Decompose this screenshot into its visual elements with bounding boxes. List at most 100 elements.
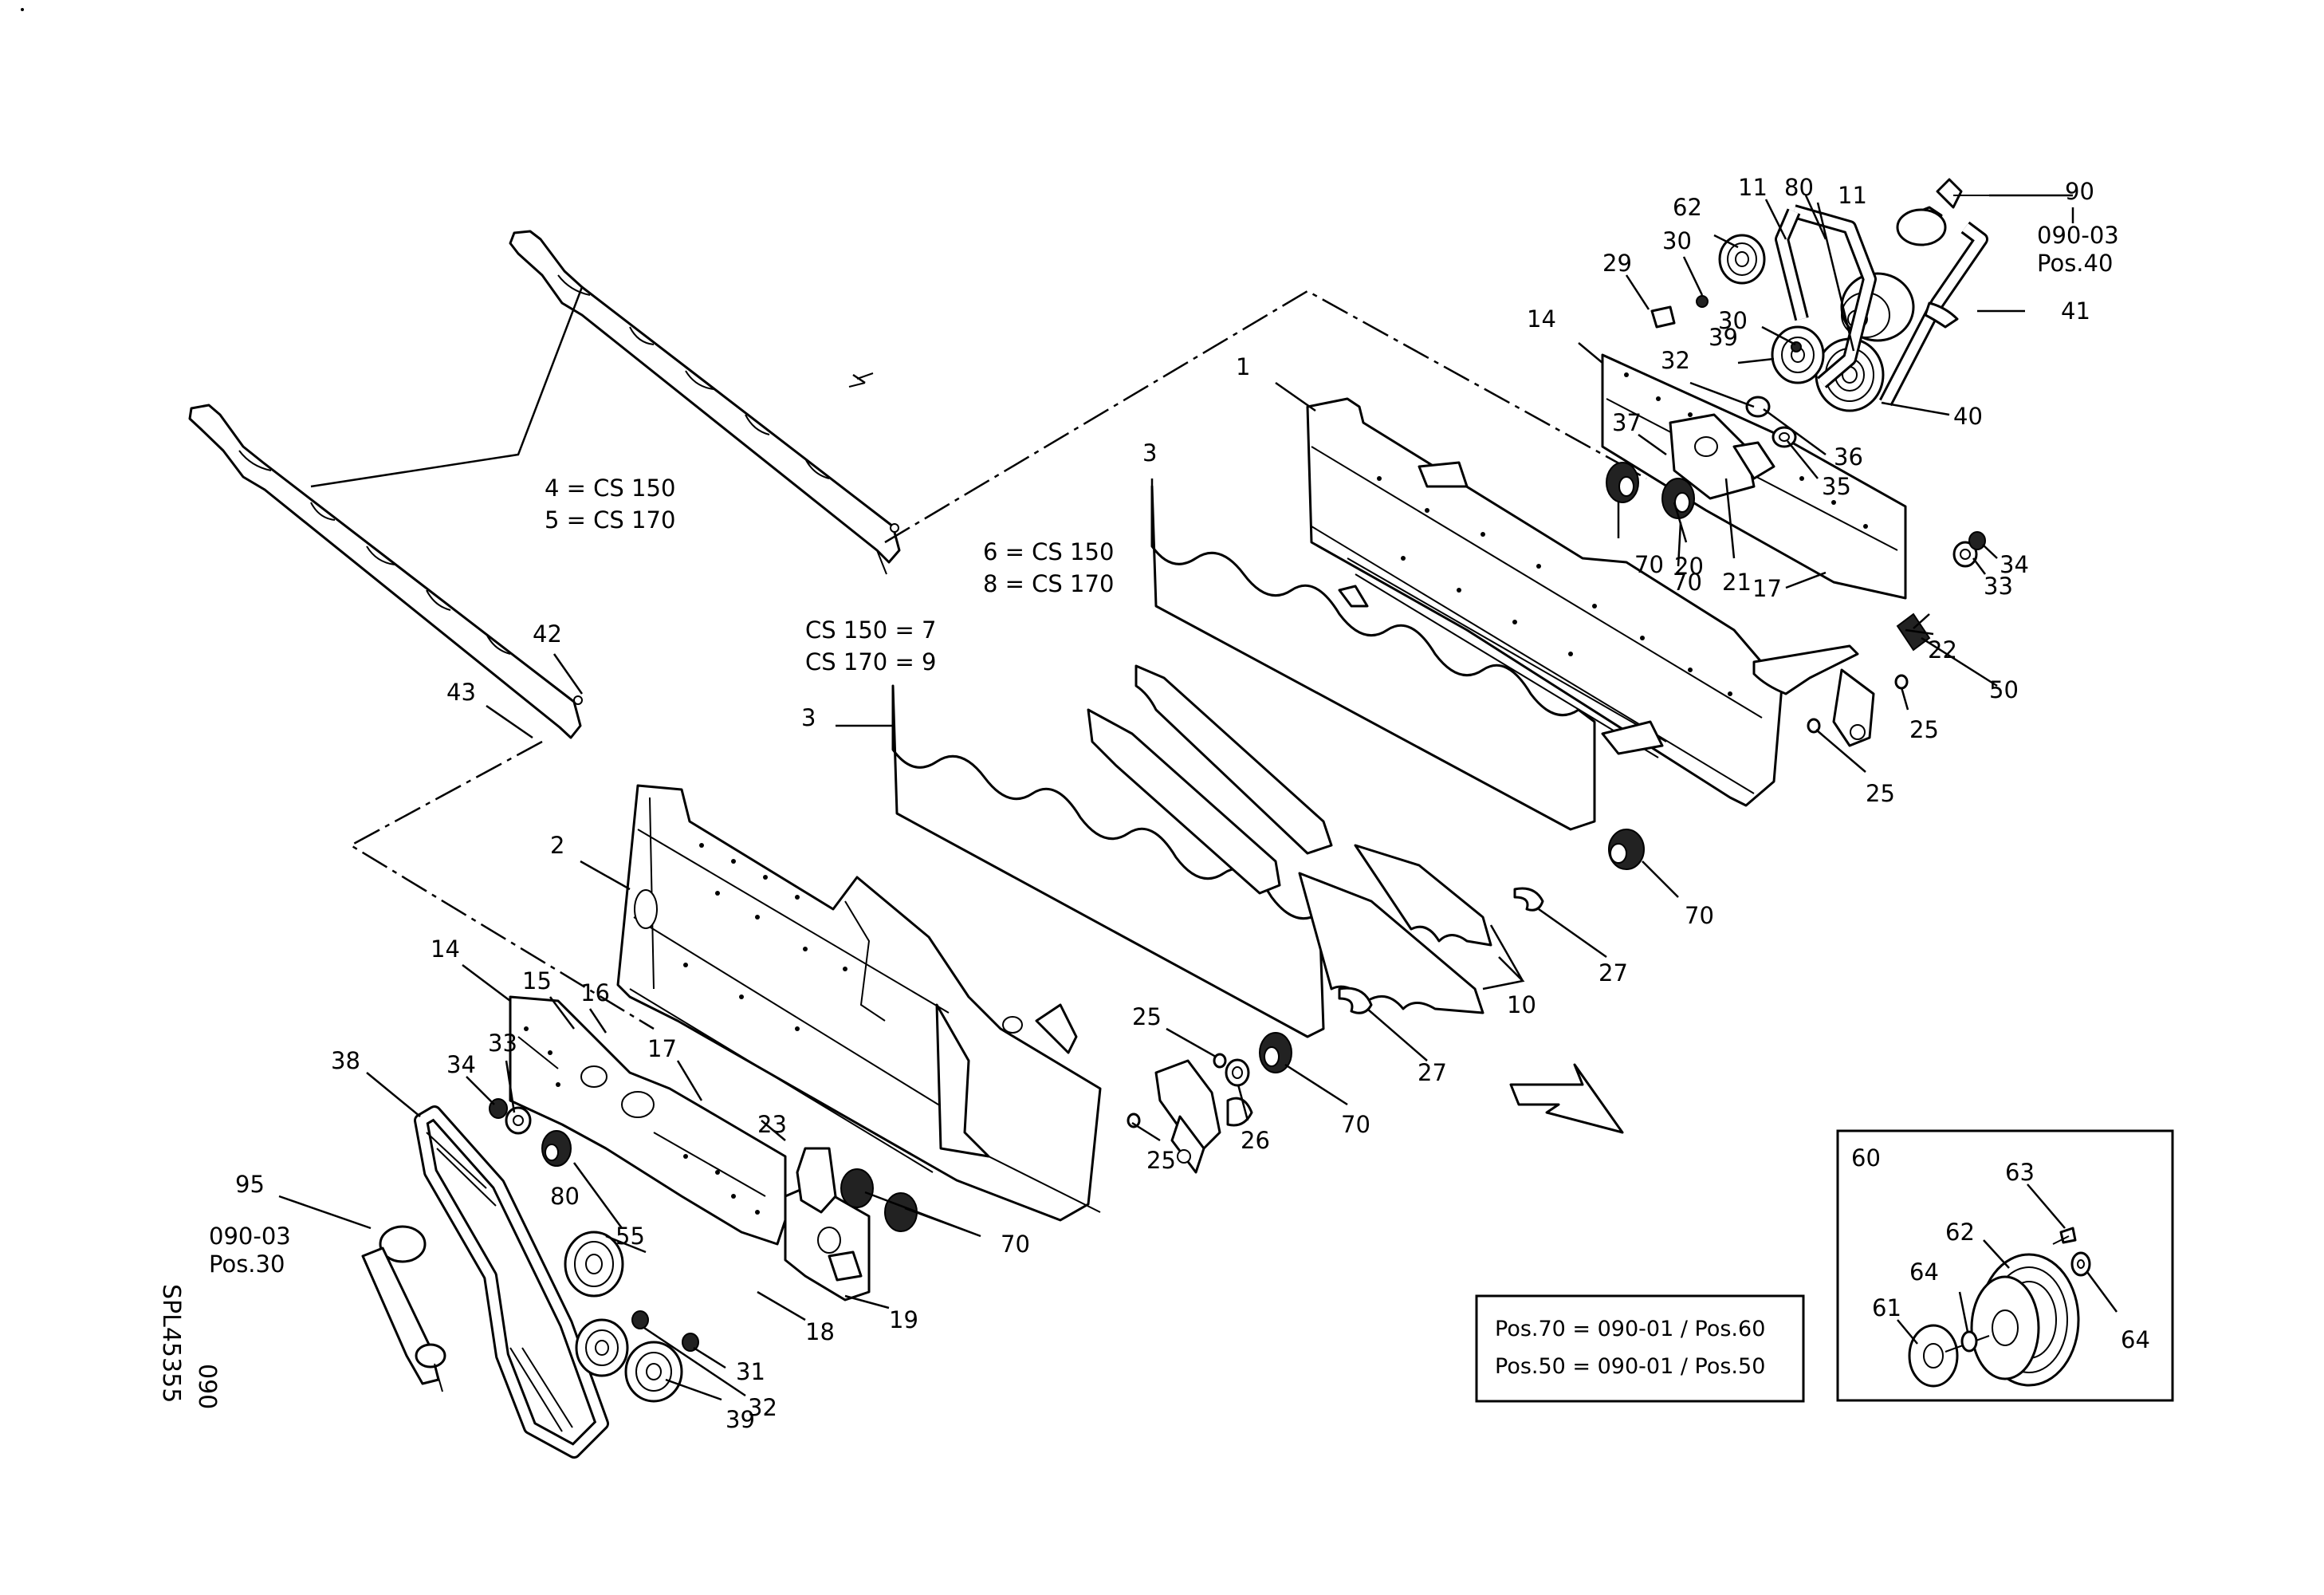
callout-labels: 1 2 3 3 10 11 11 14 14 15 16 17 17 18 19… [235, 174, 2094, 1433]
detail-callout-63: 63 [2005, 1159, 2035, 1186]
callout-25-center-bottom: 25 [1146, 1147, 1176, 1174]
callout-15: 15 [522, 967, 552, 994]
angled-bracket-6-8 [1134, 664, 1333, 855]
callout-3-front: 3 [801, 704, 816, 731]
callout-3-rear: 3 [1142, 439, 1157, 467]
main-frame-left [616, 784, 1102, 1222]
reference-box: Pos.70 = 090-01 / Pos.60 Pos.50 = 090-01… [1475, 1294, 1805, 1403]
reference-line-1: Pos.70 = 090-01 / Pos.60 [1495, 1317, 1765, 1341]
callout-37: 37 [1612, 409, 1642, 436]
callout-32-upper: 32 [1661, 347, 1690, 374]
callout-35: 35 [1822, 473, 1851, 500]
callout-31: 31 [736, 1358, 765, 1385]
callout-43: 43 [446, 679, 476, 706]
callout-80-lower: 80 [550, 1183, 580, 1210]
detail-washer-64-left [1960, 1330, 1978, 1353]
reference-line-2: Pos.50 = 090-01 / Pos.50 [1495, 1354, 1765, 1379]
detail-washer-64-right [2070, 1251, 2091, 1277]
group-id: 090 [193, 1364, 221, 1409]
pulley-80-lower [564, 1231, 624, 1298]
bracket-plate-20-21 [1669, 413, 1775, 500]
callout-11-right: 11 [1838, 182, 1867, 209]
roller-70-c [1608, 829, 1645, 870]
pulley-39-lower-b [624, 1341, 683, 1403]
callout-17-right: 17 [1752, 575, 1782, 602]
callout-27-center: 27 [1418, 1059, 1447, 1086]
callout-50: 50 [1989, 676, 2019, 703]
callout-25-center-top: 25 [1132, 1003, 1162, 1030]
callout-10: 10 [1507, 991, 1536, 1018]
main-frame-right [1306, 397, 1783, 807]
roller-70-d [1259, 1032, 1292, 1073]
detail-pulley-62 [1970, 1253, 2080, 1387]
callout-42: 42 [533, 620, 562, 648]
note-6-8-line1: 6 = CS 150 [983, 538, 1114, 565]
callout-18: 18 [805, 1318, 835, 1345]
belt-38 [414, 1105, 609, 1459]
detail-flange-61 [1908, 1324, 1990, 1388]
detail-box-60: 60 61 62 63 64 [1836, 1129, 2174, 1402]
callout-14-left: 14 [431, 935, 460, 963]
callout-25-right-bottom: 25 [1866, 780, 1895, 807]
callout-33-left: 33 [488, 1030, 517, 1057]
pulley-62-upper [1718, 234, 1766, 285]
callout-62: 62 [1673, 194, 1702, 221]
callout-21: 21 [1722, 569, 1752, 596]
callout-90: 90 [2065, 178, 2094, 205]
callout-39-upper: 39 [1709, 324, 1738, 351]
washer-33-left [505, 1106, 532, 1135]
callout-36: 36 [1834, 443, 1863, 471]
callout-17-left: 17 [647, 1035, 677, 1062]
callout-41: 41 [2061, 297, 2090, 325]
callout-30-mid: 30 [1718, 307, 1748, 334]
note-7-9-line2: CS 170 = 9 [805, 648, 936, 675]
ref-95-line1: 090-03 [209, 1223, 291, 1250]
note-7-9-line1: CS 150 = 7 [805, 616, 936, 644]
callout-39-lower: 39 [726, 1406, 755, 1433]
detail-bolt-63 [2052, 1227, 2077, 1245]
callout-70-a: 70 [1634, 551, 1664, 578]
ref-90-line2: Pos.40 [2037, 250, 2113, 277]
lever-assembly-center [1154, 1059, 1253, 1174]
callout-25-right-top: 25 [1909, 716, 1939, 743]
callout-27-right: 27 [1598, 959, 1628, 987]
small-plates-10 [1298, 844, 1492, 1014]
lever-assembly-right [1752, 644, 1875, 747]
tensioner-90 [1896, 178, 1989, 329]
callout-38: 38 [331, 1047, 360, 1074]
callout-29: 29 [1602, 250, 1632, 277]
side-rail-lower [188, 404, 583, 739]
callout-70-b: 70 [1673, 569, 1702, 596]
note-4-5-line2: 5 = CS 170 [545, 506, 675, 534]
detail-callout-64-right: 64 [2121, 1326, 2150, 1353]
callout-33-right: 33 [1984, 573, 2013, 600]
callout-11-left: 11 [1738, 174, 1768, 201]
roller-55 [541, 1130, 572, 1167]
callout-14-right: 14 [1527, 305, 1556, 333]
pin-27-right [1513, 887, 1544, 912]
callout-34-right: 34 [2000, 551, 2029, 578]
pulley-39-upper [1771, 325, 1825, 384]
small-parts-upper [1650, 295, 1802, 448]
belt-41 [1879, 221, 1988, 407]
nut-32-lower [631, 1310, 649, 1329]
detail-callout-61: 61 [1872, 1294, 1901, 1321]
side-rail-upper [509, 230, 901, 575]
nut-31-lower [682, 1333, 699, 1352]
callout-26: 26 [1241, 1127, 1270, 1154]
roller-26 [1225, 1058, 1250, 1087]
callout-16: 16 [580, 979, 610, 1006]
callout-70-e: 70 [1001, 1231, 1030, 1258]
callout-34-left: 34 [446, 1051, 476, 1078]
callout-32-lower: 32 [748, 1394, 777, 1421]
detail-callout-62: 62 [1945, 1219, 1975, 1246]
drawing-number: SPL45355 090 [157, 1284, 221, 1409]
washer-33-right [1952, 541, 1978, 568]
angled-bracket-7-9 [1087, 708, 1281, 895]
nut-34-right [1968, 531, 1986, 550]
drawing-id: SPL45355 [157, 1284, 185, 1403]
tensioner-95 [361, 1225, 446, 1392]
roller-70-a [1606, 462, 1639, 503]
ref-90-line1: 090-03 [2037, 222, 2119, 249]
support-plate-19 [784, 1183, 871, 1302]
